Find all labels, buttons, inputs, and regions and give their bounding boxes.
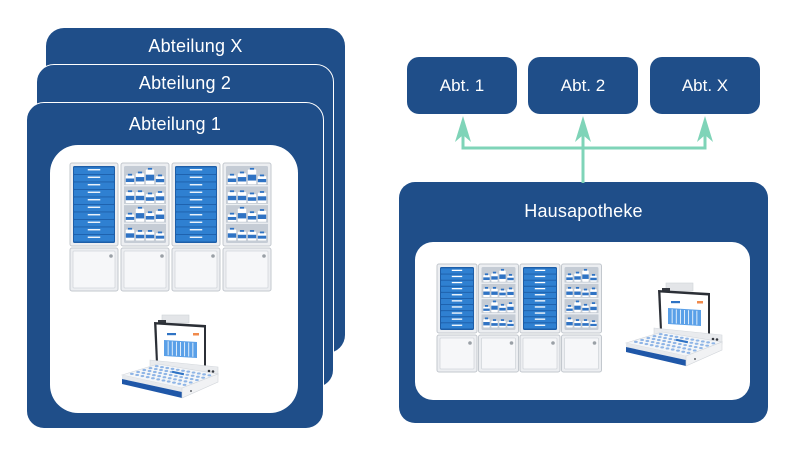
department-label: Abt. 1 (439, 75, 485, 95)
department-card-title: Abteilung 1 (128, 114, 222, 134)
department-equipment-panel (50, 145, 298, 413)
department-box-2: Abt. 2 (528, 57, 638, 114)
arrow-head-icon (455, 116, 471, 142)
central-pharmacy-title: Hausapotheke (524, 201, 643, 221)
department-label: Abt. X (681, 75, 729, 95)
department-box-1: Abt. 1 (407, 57, 517, 114)
distribution-arrows (455, 116, 713, 183)
arrow-head-icon (575, 116, 591, 142)
arrow-head-icon (697, 116, 713, 142)
department-box-x: Abt. X (650, 57, 760, 114)
central-equipment-panel (415, 242, 750, 400)
department-card-title: Abteilung 2 (138, 73, 232, 93)
department-label: Abt. 2 (560, 75, 606, 95)
department-card-title: Abteilung X (148, 36, 243, 56)
